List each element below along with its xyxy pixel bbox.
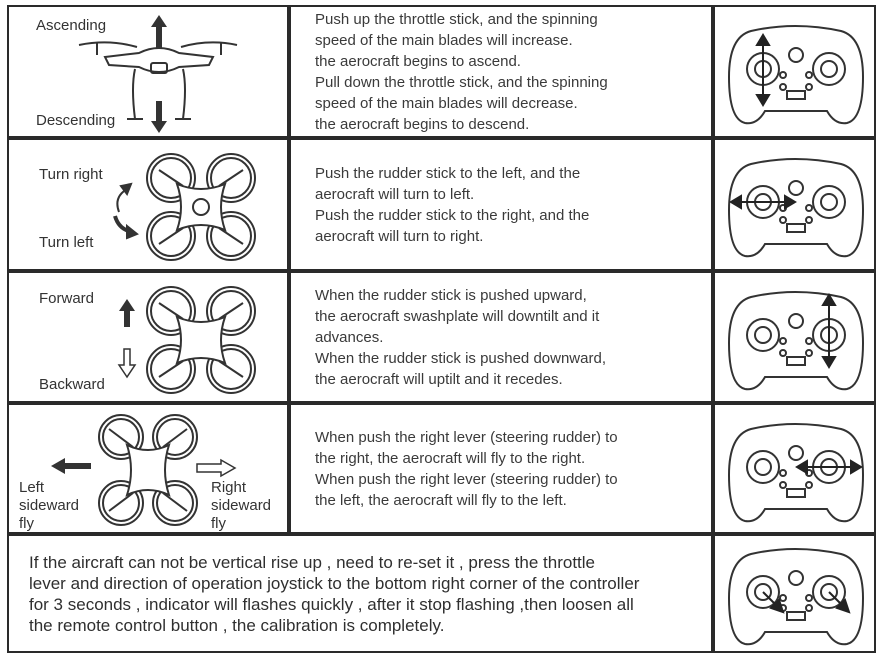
controller-icon xyxy=(727,158,865,258)
row1-text: Push up the throttle stick, and the spin… xyxy=(315,10,608,133)
vertical-double-arrow-icon xyxy=(821,293,837,369)
calibration-controller-cell xyxy=(713,534,876,653)
drone-top-icon xyxy=(98,414,198,526)
row2-text-cell: Push the rudder stick to the left, and t… xyxy=(289,138,713,271)
up-arrow-icon xyxy=(151,15,167,49)
row2-controller-cell xyxy=(713,138,876,271)
row4-controller-cell xyxy=(713,403,876,534)
row3-text: When the rudder stick is pushed upward, … xyxy=(315,286,606,388)
vertical-double-arrow-icon xyxy=(755,33,771,107)
calibration-text: If the aircraft can not be vertical rise… xyxy=(29,552,640,635)
row1-controller-cell xyxy=(713,5,876,138)
controller-throttle-updown-illustration xyxy=(727,25,865,125)
right-arrow-icon xyxy=(196,458,237,478)
calibration-text-cell: If the aircraft can not be vertical rise… xyxy=(7,534,713,653)
forward-arrow-icon xyxy=(119,299,135,327)
down-arrow-icon xyxy=(151,101,167,133)
row4-image-cell: Left sideward fly Right sideward fly xyxy=(7,403,289,534)
controller-rudder-leftright-illustration xyxy=(727,158,865,258)
row1-image-cell: Ascending Descending xyxy=(7,5,289,138)
turn-right-label: Turn right xyxy=(39,166,103,183)
row4-text: When push the right lever (steering rudd… xyxy=(315,428,618,509)
row4-text-cell: When push the right lever (steering rudd… xyxy=(289,403,713,534)
drone-top-forward-illustration xyxy=(117,286,256,394)
backward-label: Backward xyxy=(39,376,105,393)
controller-icon xyxy=(727,291,865,391)
controller-right-leftright-illustration xyxy=(727,423,865,523)
right-sideward-label: Right sideward fly xyxy=(211,479,272,532)
drone-top-icon xyxy=(146,153,256,261)
controller-right-updown-illustration xyxy=(727,291,865,391)
row2-text: Push the rudder stick to the left, and t… xyxy=(315,164,590,245)
backward-arrow-icon xyxy=(117,348,137,379)
row2-image-cell: Turn right Turn left xyxy=(7,138,289,271)
drone-side-icon xyxy=(78,41,238,120)
left-sideward-label: Left sideward fly xyxy=(19,479,80,532)
controller-icon xyxy=(727,423,865,523)
drone-top-icon xyxy=(146,286,256,394)
row3-text-cell: When the rudder stick is pushed upward, … xyxy=(289,271,713,403)
diagonal-arrow-icon xyxy=(762,591,851,614)
row3-controller-cell xyxy=(713,271,876,403)
row3-image-cell: Forward Backward xyxy=(7,271,289,403)
horizontal-double-arrow-icon xyxy=(795,459,863,475)
turn-left-label: Turn left xyxy=(39,234,94,251)
controller-icon xyxy=(727,548,865,646)
horizontal-double-arrow-icon xyxy=(729,194,797,210)
row1-text-cell: Push up the throttle stick, and the spin… xyxy=(289,5,713,138)
ascending-label: Ascending xyxy=(36,17,107,34)
descending-label: Descending xyxy=(36,112,116,129)
drone-side-illustration xyxy=(78,15,238,133)
controller-calibration-illustration xyxy=(727,548,865,646)
drone-top-sideward-illustration xyxy=(51,414,237,526)
left-arrow-icon xyxy=(51,458,91,474)
forward-label: Forward xyxy=(39,290,95,307)
rotate-arrow-icon xyxy=(113,182,139,240)
drone-top-rotate-illustration xyxy=(113,153,256,261)
controller-icon xyxy=(727,25,865,125)
